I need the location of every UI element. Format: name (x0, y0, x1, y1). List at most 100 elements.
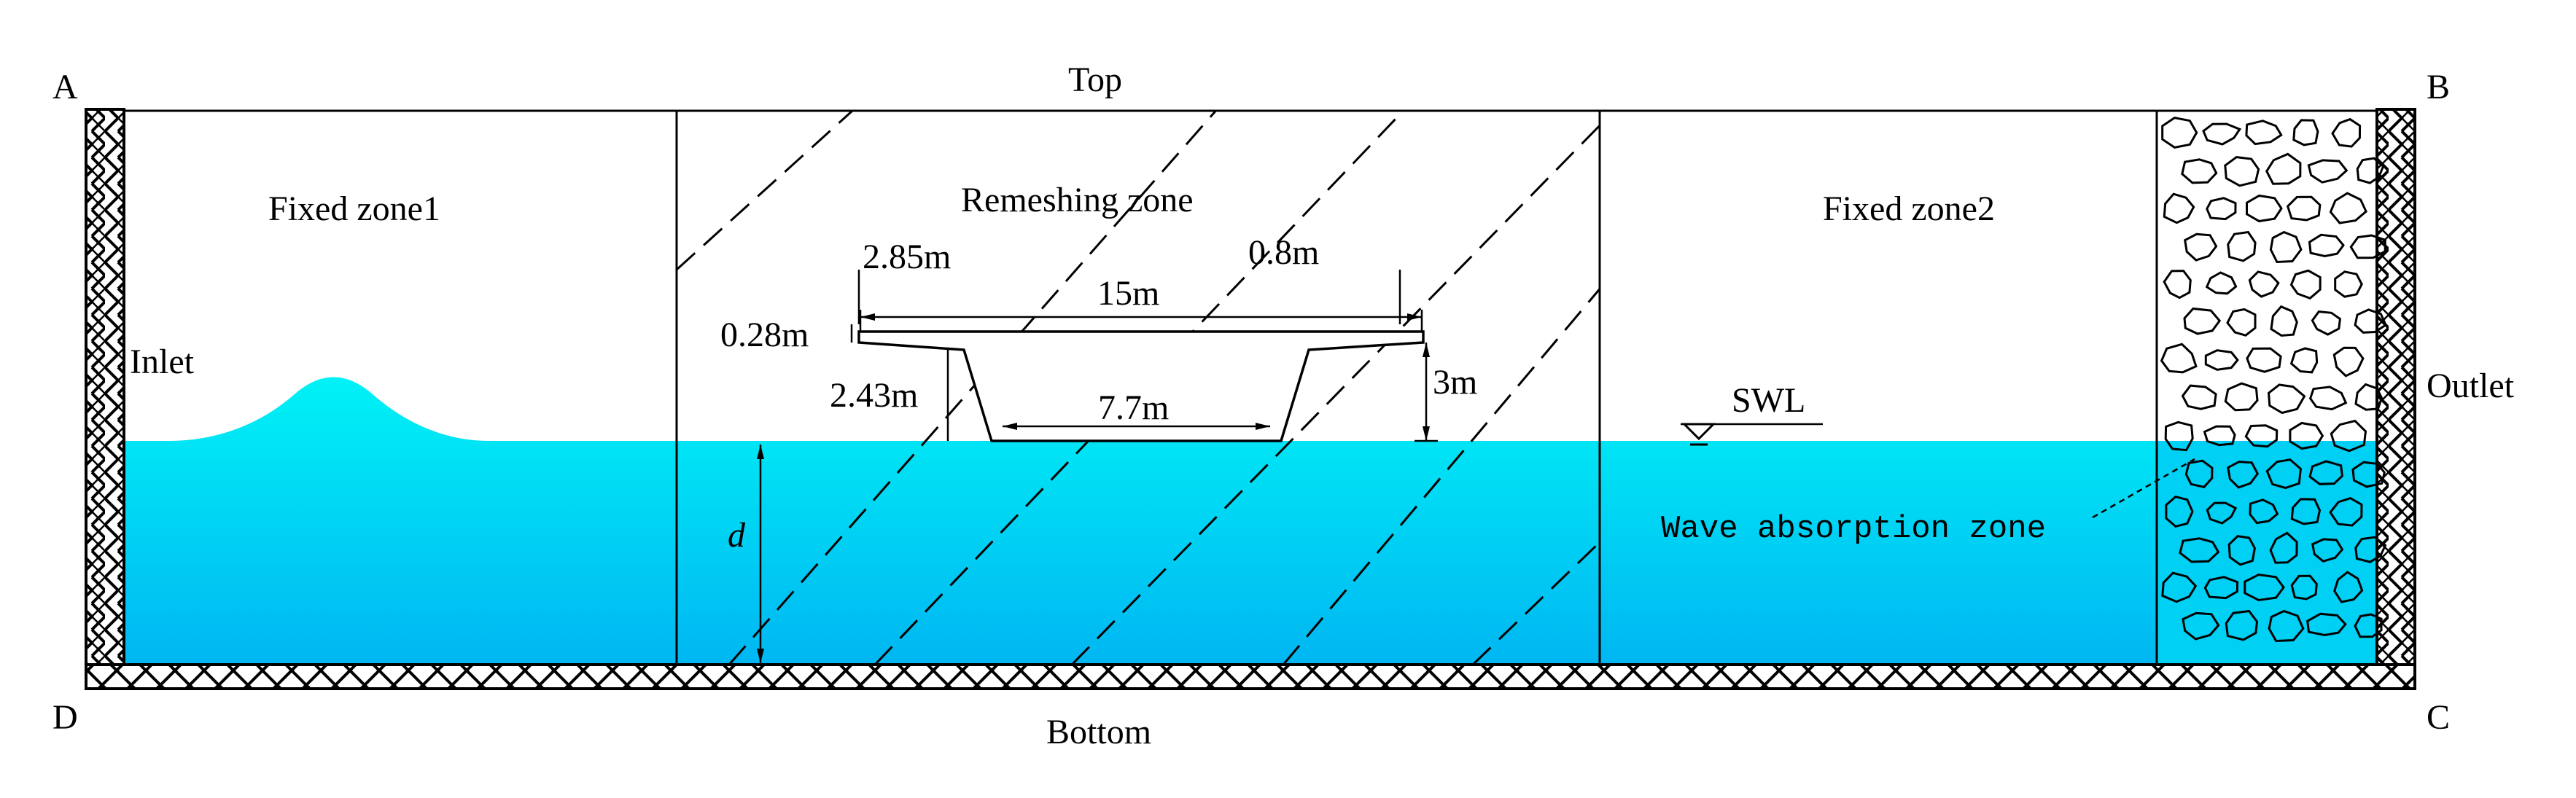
rubble-stone (2206, 197, 2237, 221)
rubble-stone (2161, 571, 2198, 603)
rubble-stone (2331, 117, 2362, 148)
rubble-stone (2184, 232, 2218, 262)
rubble-stone (2268, 609, 2305, 643)
rubble-stone (2354, 308, 2387, 334)
rubble-stone (2329, 496, 2363, 527)
bridge-section (857, 330, 1425, 442)
rubble-stones-icon (2160, 117, 2387, 643)
rubble-stone (2333, 571, 2364, 603)
rubble-stone (2307, 159, 2349, 184)
fixed-zone2-label: Fixed zone2 (1823, 189, 1995, 228)
dim-bottom-width: 7.7m (1098, 388, 1169, 427)
rubble-stone (2311, 538, 2344, 563)
rubble-stone (2181, 384, 2217, 410)
rubble-stone (2354, 536, 2387, 563)
rubble-stone (2161, 117, 2198, 149)
rubble-stone (2245, 120, 2283, 146)
rubble-stone (2160, 343, 2198, 374)
bottom-label: Bottom (1046, 713, 1151, 751)
rubble-stone (2206, 501, 2238, 525)
rubble-stone (2203, 425, 2236, 447)
rubble-stone (2289, 269, 2322, 300)
dim-web-height: 2.43m (830, 376, 918, 415)
outlet-label: Outlet (2427, 367, 2515, 405)
rubble-stone (2269, 531, 2298, 564)
rubble-stone (2163, 192, 2195, 224)
rubble-stone (2354, 383, 2384, 411)
rubble-stone (2246, 194, 2283, 223)
dimension-arrows (757, 313, 1430, 663)
rubble-stone (2292, 119, 2319, 146)
rubble-stone (2183, 307, 2222, 335)
dim-deck-thickness: 0.28m (720, 316, 809, 354)
rubble-stone (2267, 383, 2306, 415)
rubble-stone (2165, 495, 2194, 528)
rubble-stone (2205, 271, 2238, 295)
dim-deck-width: 15m (1097, 274, 1159, 313)
corner-a-label: A (52, 68, 78, 106)
rubble-stone (2311, 310, 2341, 336)
water-absorption (2157, 441, 2377, 665)
rubble-stone (2356, 157, 2385, 184)
rubble-stone (2204, 349, 2239, 371)
top-label: Top (1068, 60, 1122, 99)
swl-label: SWL (1732, 381, 1805, 420)
rubble-stone (2308, 233, 2345, 258)
rubble-stone (2290, 498, 2322, 525)
rubble-stone (2265, 152, 2302, 185)
corner-c-label: C (2427, 698, 2450, 737)
corner-d-label: D (52, 698, 78, 737)
rubble-stone (2227, 230, 2257, 262)
rubble-stone (2286, 195, 2322, 222)
water-body (124, 377, 2377, 665)
rubble-stone (2270, 305, 2298, 337)
rubble-stone (2334, 270, 2363, 298)
dimension-lines (759, 270, 2195, 663)
wave-absorption-label: Wave absorption zone (1661, 511, 2046, 547)
rubble-stone (2308, 460, 2343, 485)
rubble-stone (2224, 156, 2260, 187)
right-wall (2375, 108, 2416, 690)
rubble-stone (2184, 459, 2214, 488)
rubble-stone (2354, 613, 2383, 638)
rubble-stone (2179, 537, 2220, 563)
rubble-stone (2181, 158, 2218, 184)
rubble-stone (2289, 421, 2324, 450)
remeshing-zone-label: Remeshing zone (961, 181, 1194, 219)
rubble-stone (2246, 347, 2282, 373)
rubble-stone (2330, 419, 2367, 453)
rubble-stone (2306, 612, 2347, 637)
rubble-stone (2289, 347, 2319, 374)
rubble-stone (2227, 535, 2256, 566)
rubble-stone (2182, 611, 2220, 641)
rubble-stone (2224, 382, 2259, 412)
corner-b-label: B (2427, 68, 2450, 106)
inlet-label: Inlet (130, 343, 195, 381)
rubble-stone (2265, 458, 2302, 490)
rubble-stone (2225, 609, 2259, 641)
dim-overhang-left: 2.85m (863, 238, 951, 276)
swl-triangle-icon (1681, 423, 1716, 441)
rubble-stone (2163, 270, 2192, 300)
dim-overhang-right: 0.8m (1248, 233, 1319, 272)
bottom-wall (85, 663, 2416, 690)
rubble-stone (2226, 308, 2257, 337)
rubble-stone (2308, 386, 2348, 411)
rubble-stone (2244, 573, 2285, 602)
dim-total-height: 3m (1433, 363, 1477, 402)
rubble-stone (2329, 192, 2367, 224)
rubble-stone (2332, 346, 2365, 378)
rubble-stone (2248, 270, 2280, 298)
rubble-stone (2290, 574, 2318, 601)
rubble-stone (2249, 498, 2279, 525)
rubble-stone (2349, 234, 2386, 259)
rubble-stone (2269, 230, 2303, 264)
fixed-zone1-label: Fixed zone1 (268, 189, 440, 228)
rubble-stone (2351, 461, 2386, 488)
rubble-stone (2202, 122, 2242, 146)
rubble-stone (2227, 461, 2260, 489)
rubble-stone (2203, 576, 2239, 600)
rubble-stone (2164, 420, 2194, 452)
left-wall (85, 108, 125, 690)
